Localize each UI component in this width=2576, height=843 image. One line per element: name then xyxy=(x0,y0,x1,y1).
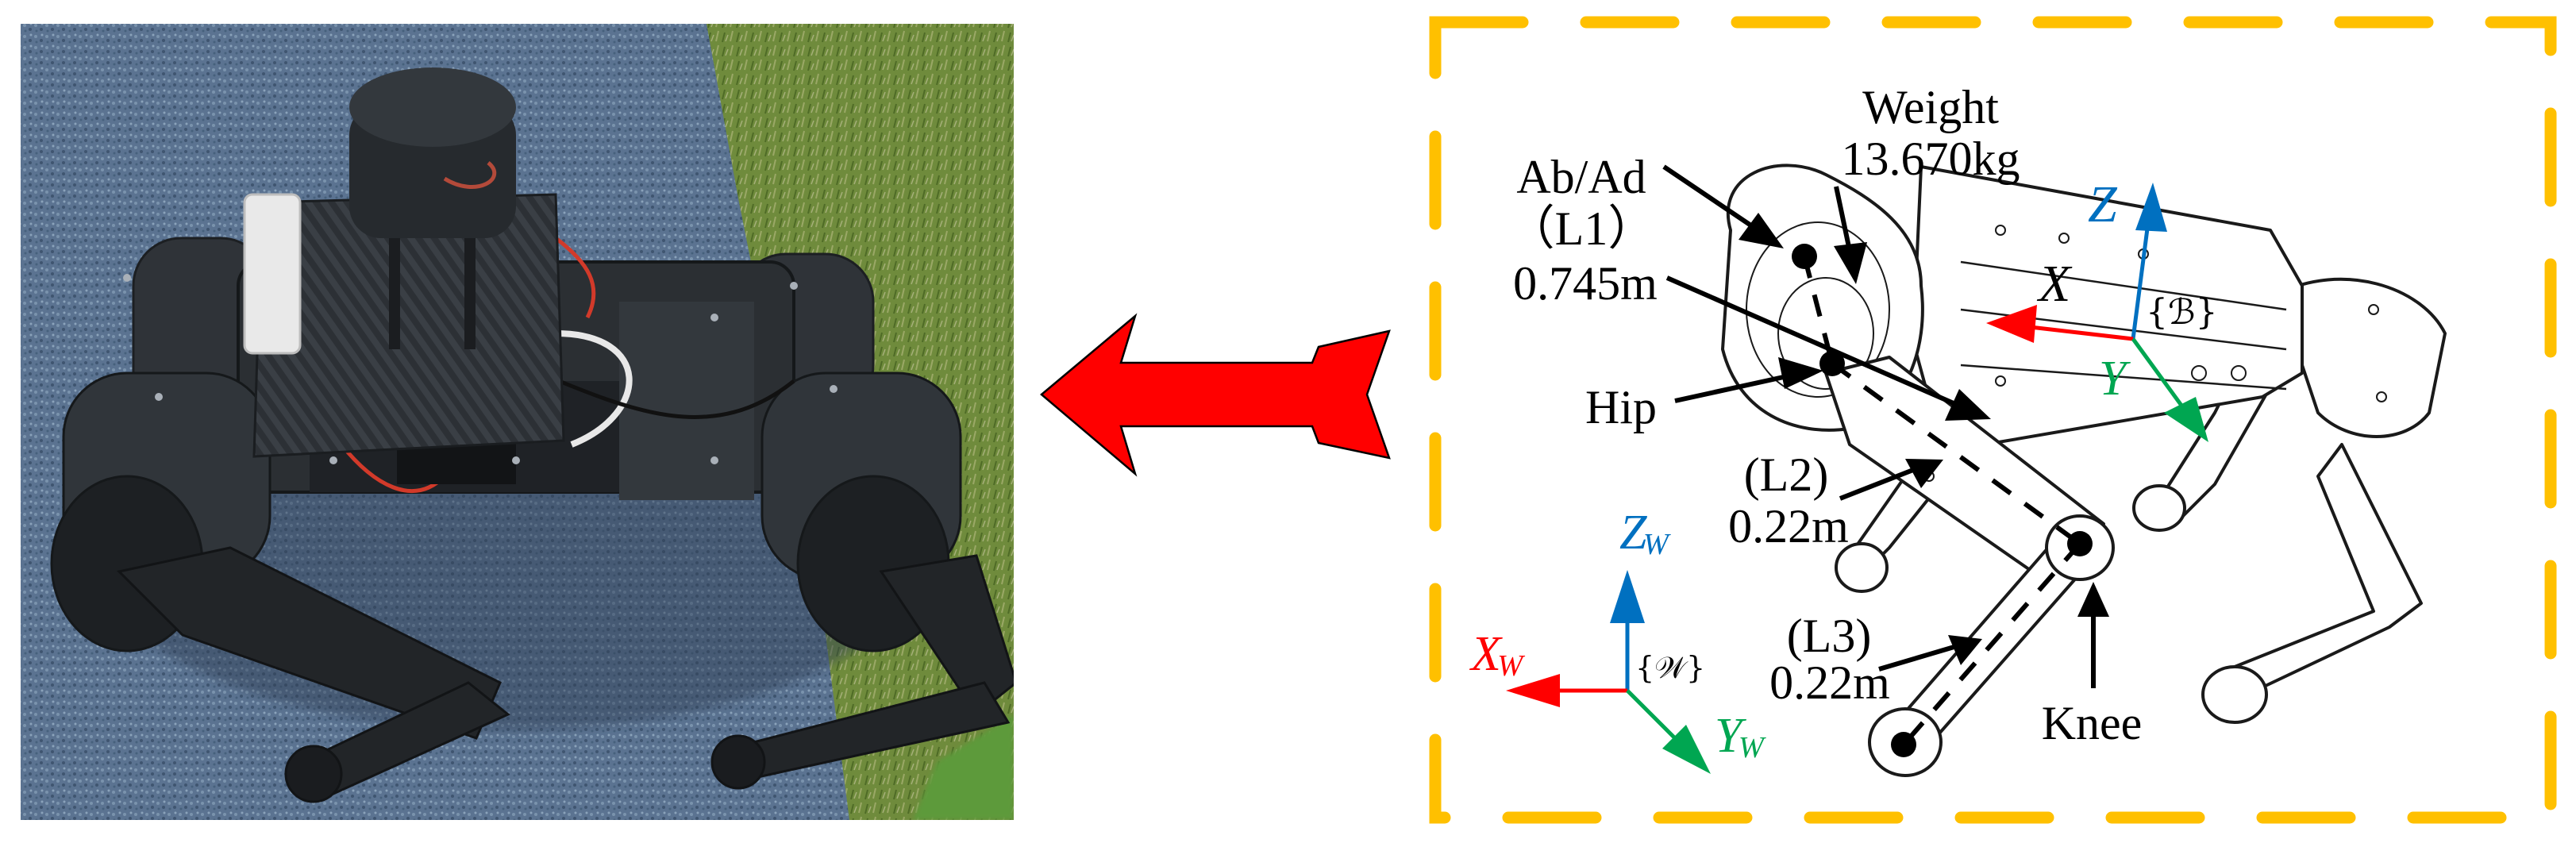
body-y-label: Y xyxy=(2099,352,2127,406)
l3-label: (L3) xyxy=(1786,610,1872,662)
world-y-label: YW xyxy=(1715,709,1764,763)
robot-photo xyxy=(21,24,1014,820)
dashed-frame xyxy=(1429,16,2557,824)
knee-joint-dot xyxy=(2067,531,2093,556)
abad-length-label: 0.745m xyxy=(1513,257,1658,310)
world-z-label: ZW xyxy=(1619,506,1669,560)
foot-dot xyxy=(1891,732,1916,757)
world-x-subscript: W xyxy=(1497,649,1523,683)
l3-length-label: 0.22m xyxy=(1769,656,1890,709)
l2-length-label: 0.22m xyxy=(1728,500,1849,552)
l2-label: (L2) xyxy=(1743,448,1829,501)
world-z-subscript: W xyxy=(1642,527,1669,561)
body-frame-axes xyxy=(1986,183,2208,442)
transition-arrow xyxy=(1040,313,1391,477)
world-x-letter: X xyxy=(1471,627,1501,681)
hip-joint-dot xyxy=(1819,351,1845,376)
world-frame-label: {𝒲} xyxy=(1635,650,1706,685)
weight-value: 13.670kg xyxy=(1841,133,2020,185)
kinematic-chain xyxy=(1792,244,2093,757)
white-module xyxy=(243,193,302,355)
callout-arrows xyxy=(1662,164,2109,688)
body-frame-label: {ℬ} xyxy=(2146,292,2218,333)
world-y-subscript: W xyxy=(1738,730,1764,764)
world-z-letter: Z xyxy=(1619,506,1647,560)
lidar-sensor xyxy=(349,67,516,238)
body-z-label: Z xyxy=(2088,175,2117,233)
abad-label: Ab/Ad xyxy=(1516,151,1646,203)
world-frame-axes xyxy=(1506,570,1711,774)
abad-joint-dot xyxy=(1792,244,1817,269)
world-y-letter: Y xyxy=(1715,709,1742,763)
weight-label: Weight xyxy=(1862,81,1999,133)
knee-label: Knee xyxy=(2041,697,2143,749)
hip-label: Hip xyxy=(1585,381,1657,433)
robot-sketch xyxy=(1721,164,2447,777)
body-x-label: X xyxy=(2039,255,2071,313)
abad-link-label: （L1） xyxy=(1507,202,1656,255)
world-x-label: XW xyxy=(1471,627,1523,681)
